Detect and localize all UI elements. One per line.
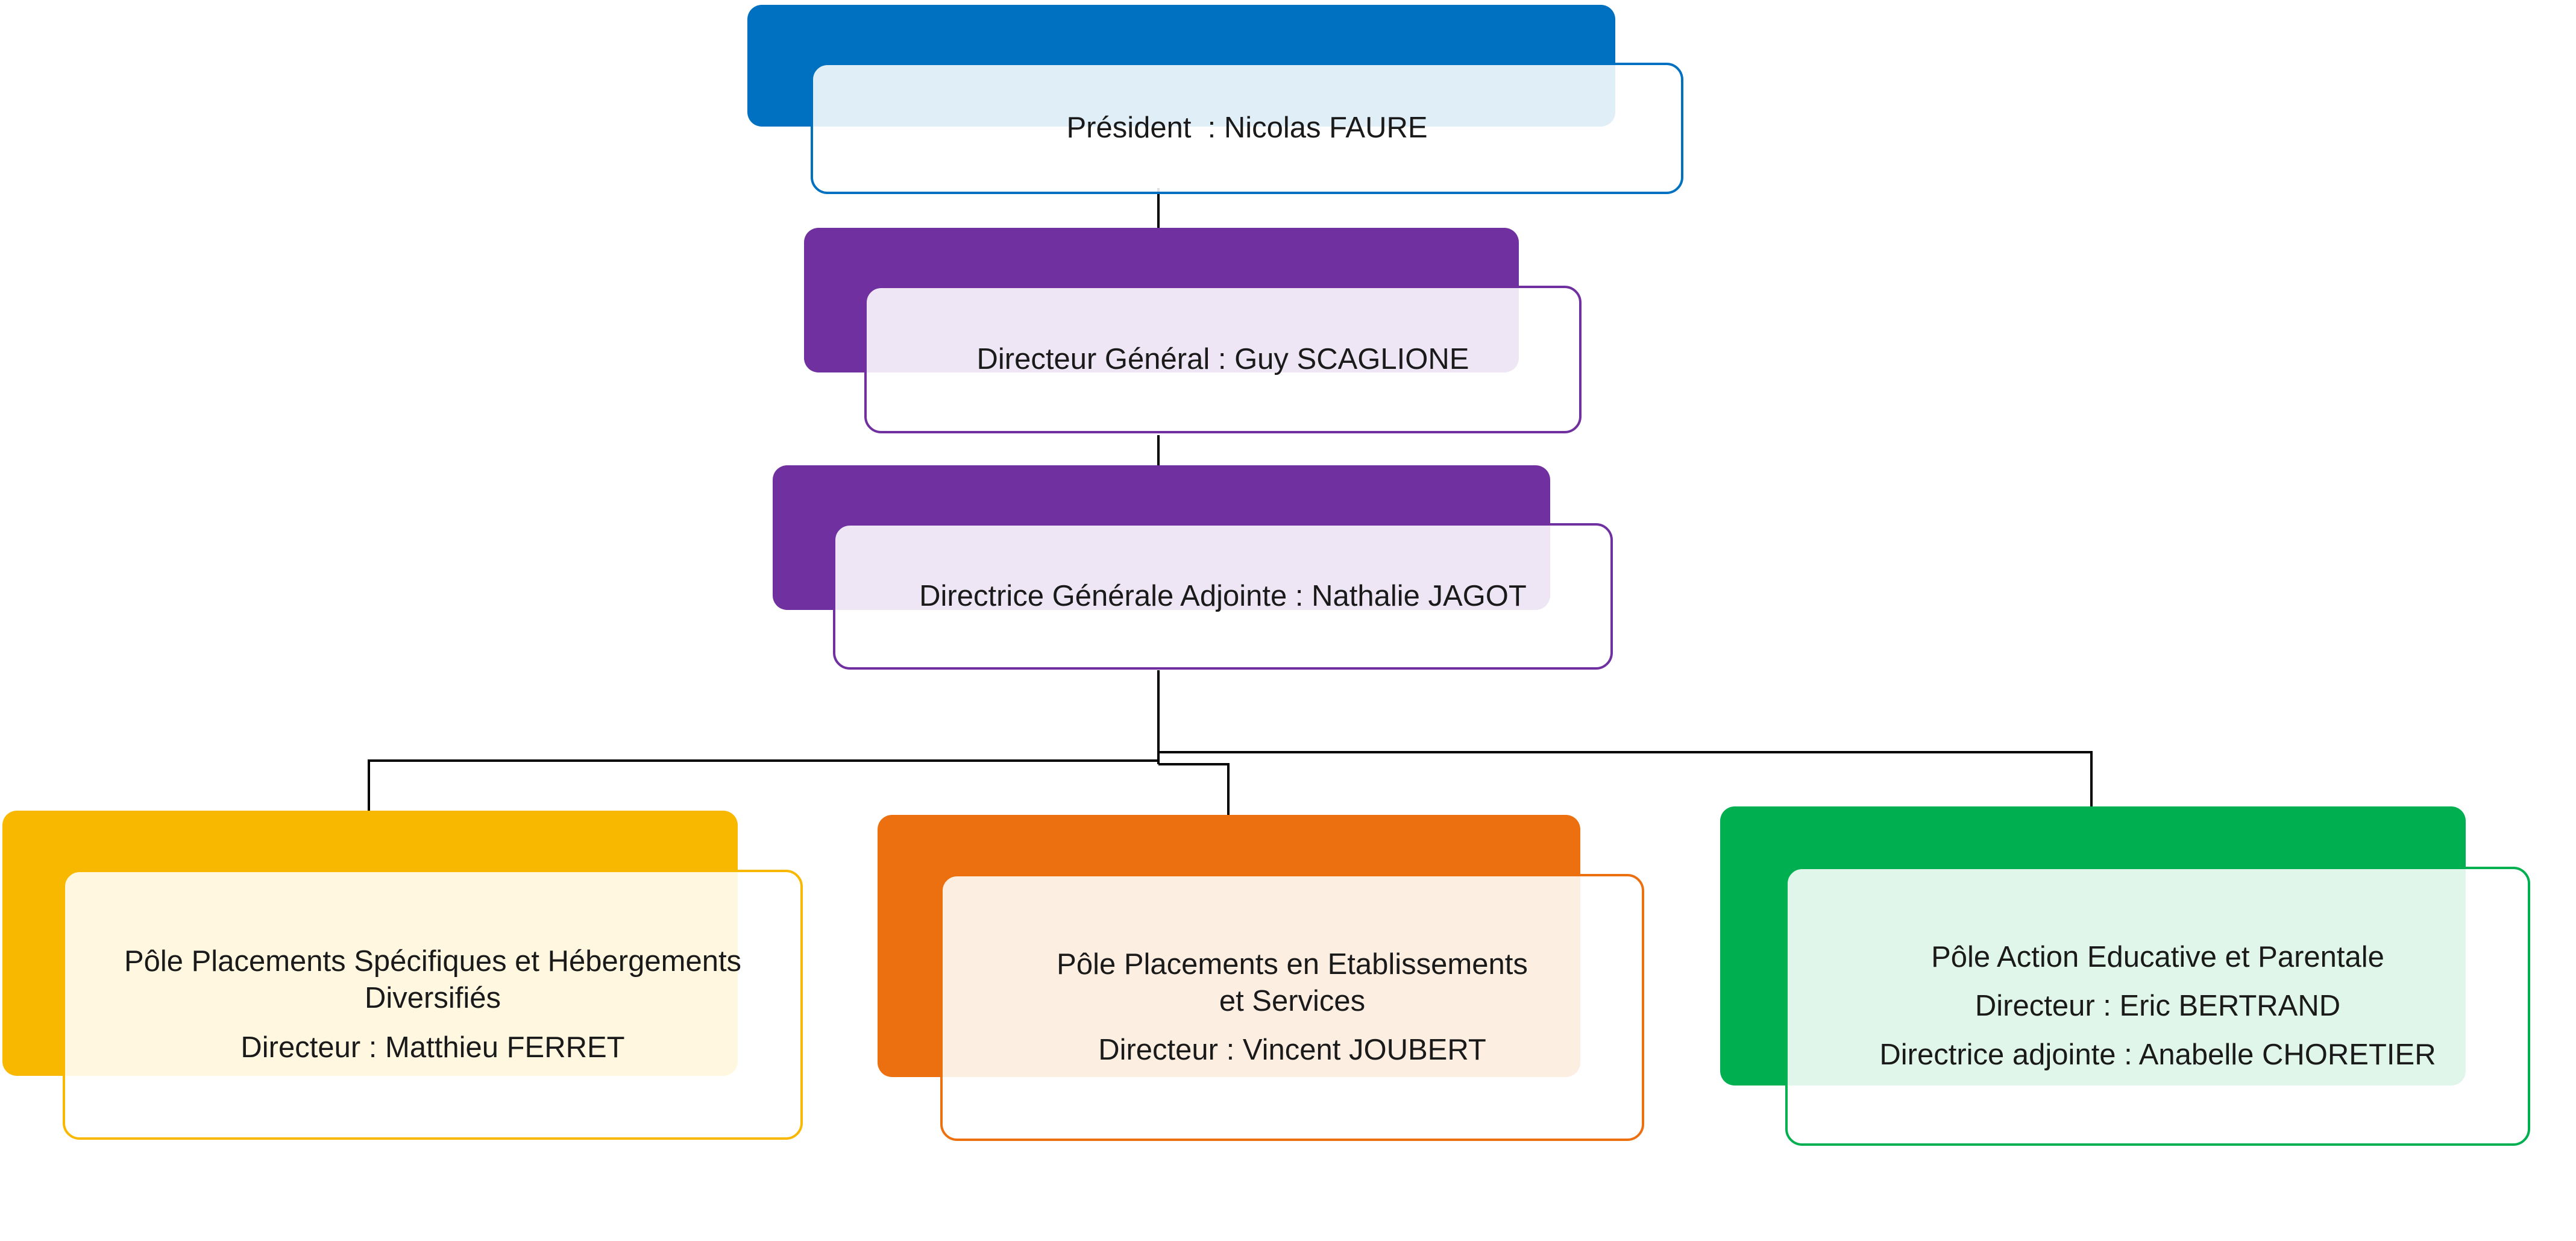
pole3-director: Directeur : Eric BERTRAND	[1974, 989, 2341, 1022]
pole2-director: Directeur : Vincent JOUBERT	[1098, 1034, 1486, 1067]
node-director-general-card: Directeur Général : Guy SCAGLIONE	[864, 286, 1582, 433]
pole1-director: Directeur : Matthieu FERRET	[240, 1031, 625, 1064]
node-president: Président : Nicolas FAURE	[747, 5, 1688, 194]
connector-dga-branch	[368, 670, 1160, 811]
node-pole-placements-etablissements: Pôle Placements en Etablissements et Ser…	[878, 815, 1647, 1143]
node-pole-action-educative: Pôle Action Educative et Parentale Direc…	[1720, 806, 2531, 1147]
president-label: Président : Nicolas FAURE	[1066, 112, 1428, 145]
node-pole-placements-specifiques: Pôle Placements Spécifiques et Hébergeme…	[2, 811, 804, 1142]
pole2-title-line1: Pôle Placements en Etablissements	[1057, 947, 1528, 981]
node-president-card: Président : Nicolas FAURE	[811, 63, 1683, 194]
node-pole3-card: Pôle Action Educative et Parentale Direc…	[1785, 867, 2530, 1146]
node-deputy-director-general: Directrice Générale Adjointe : Nathalie …	[773, 465, 1616, 672]
pole2-title-line2: et Services	[1219, 984, 1366, 1017]
connector-to-pole3	[1158, 751, 2093, 806]
pole3-title: Pôle Action Educative et Parentale	[1931, 940, 2384, 973]
node-deputy-director-general-card: Directrice Générale Adjointe : Nathalie …	[833, 523, 1613, 670]
node-pole2-card: Pôle Placements en Etablissements et Ser…	[940, 874, 1644, 1141]
director-general-label: Directeur Général : Guy SCAGLIONE	[976, 342, 1469, 375]
node-pole1-card: Pôle Placements Spécifiques et Hébergeme…	[63, 870, 803, 1140]
pole1-title-line1: Pôle Placements Spécifiques et Hébergeme…	[124, 945, 742, 978]
pole1-title-line2: Diversifiés	[365, 982, 501, 1015]
pole3-deputy-director: Directrice adjointe : Anabelle CHORETIER	[1879, 1038, 2436, 1072]
deputy-director-general-label: Directrice Générale Adjointe : Nathalie …	[919, 579, 1527, 612]
connector-to-pole2	[1158, 763, 1230, 815]
node-director-general: Directeur Général : Guy SCAGLIONE	[804, 228, 1588, 436]
